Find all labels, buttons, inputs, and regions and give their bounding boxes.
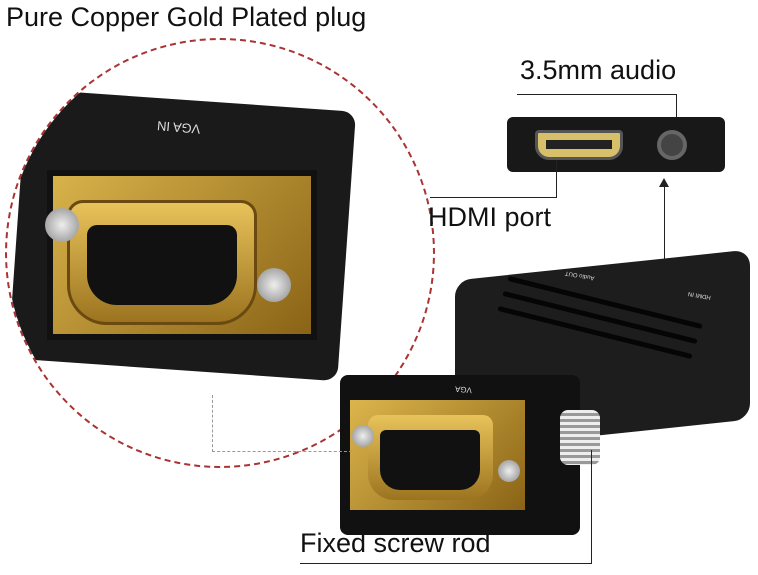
zoomed-vga-connector: VGA IN [5, 38, 435, 468]
hdmi-side-view [507, 117, 725, 172]
audio-label: 3.5mm audio [520, 55, 677, 85]
copper-plug-label: Pure Copper Gold Plated plug [6, 2, 367, 32]
vga-text: VGA [454, 384, 473, 395]
vga-pins [87, 225, 237, 305]
screw-label: Fixed screw rod [300, 528, 491, 558]
arrow-line [664, 185, 665, 285]
screw-rod [560, 410, 600, 465]
hdmi-label: HDMI port [428, 202, 552, 232]
arrow-up-icon [659, 178, 669, 187]
hdmi-port [535, 130, 623, 160]
screw-left [45, 208, 79, 242]
screw-right [257, 268, 291, 302]
audio-jack [657, 130, 687, 160]
small-vga-pins [380, 430, 480, 490]
